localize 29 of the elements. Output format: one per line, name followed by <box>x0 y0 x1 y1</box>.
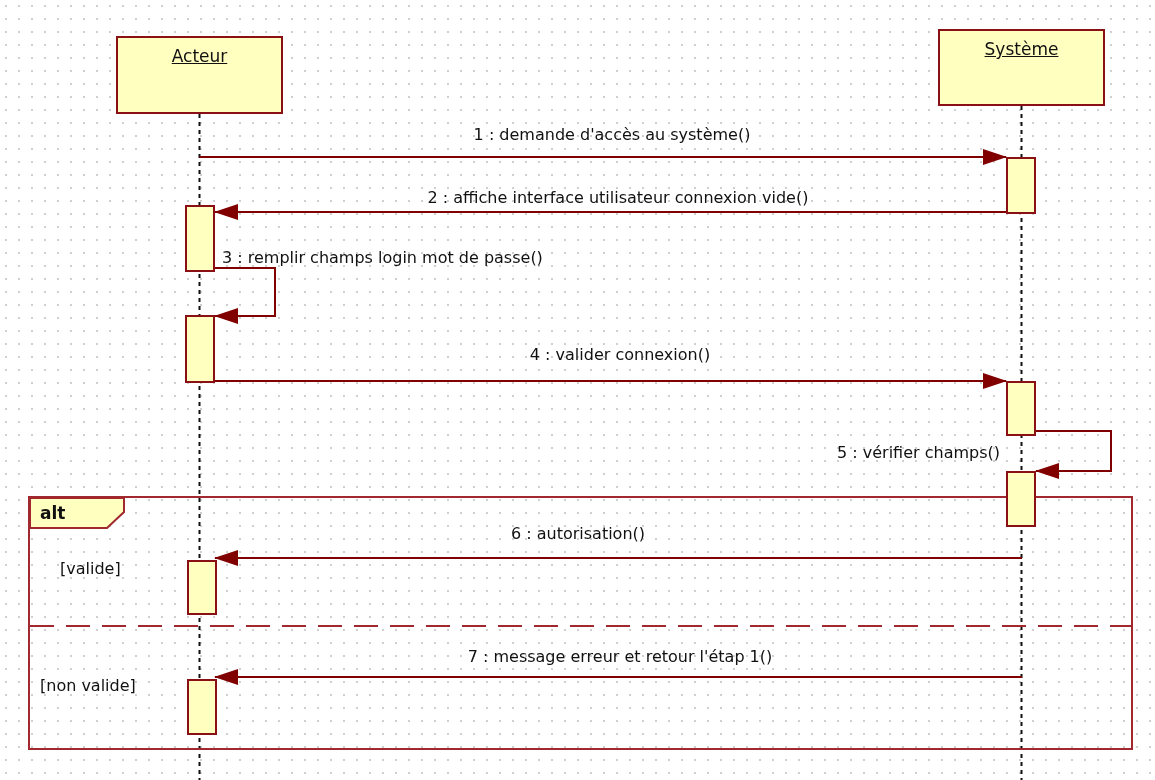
activation-bar <box>185 315 215 383</box>
message-arrow <box>214 669 1023 685</box>
activation-bar <box>187 560 217 615</box>
lifeline-head <box>116 36 283 114</box>
activation-bar <box>187 679 217 735</box>
guard-condition: [valide] <box>60 559 121 579</box>
message-arrow <box>214 267 276 324</box>
guard-condition: [non valide] <box>40 676 136 696</box>
message-label: 1 : demande d'accès au système() <box>473 125 751 145</box>
activation-bar <box>1006 471 1036 527</box>
message-arrow <box>214 373 1007 389</box>
message-label: 4 : valider connexion() <box>529 345 711 365</box>
message-arrow <box>1035 430 1112 479</box>
message-label: 2 : affiche interface utilisateur connexion vide() <box>427 188 809 208</box>
activation-bar <box>185 205 215 272</box>
lifeline-name: Acteur <box>170 46 229 66</box>
message-label: 7 : message erreur et retour l'étap 1() <box>467 647 773 667</box>
activation-bar <box>1006 381 1036 436</box>
message-label: 6 : autorisation() <box>510 524 645 544</box>
message-label: 5 : vérifier champs() <box>837 443 1000 463</box>
alt-frame <box>28 496 1133 750</box>
activation-bar <box>1006 157 1036 214</box>
lifeline-name: Système <box>983 39 1060 59</box>
message-arrow <box>214 550 1023 566</box>
lifeline-head <box>938 29 1105 106</box>
operator-label: alt <box>40 503 66 523</box>
message-arrow <box>198 149 1007 165</box>
message-label: 3 : remplir champs login mot de passe() <box>222 248 543 268</box>
message-arrow <box>214 204 1007 220</box>
